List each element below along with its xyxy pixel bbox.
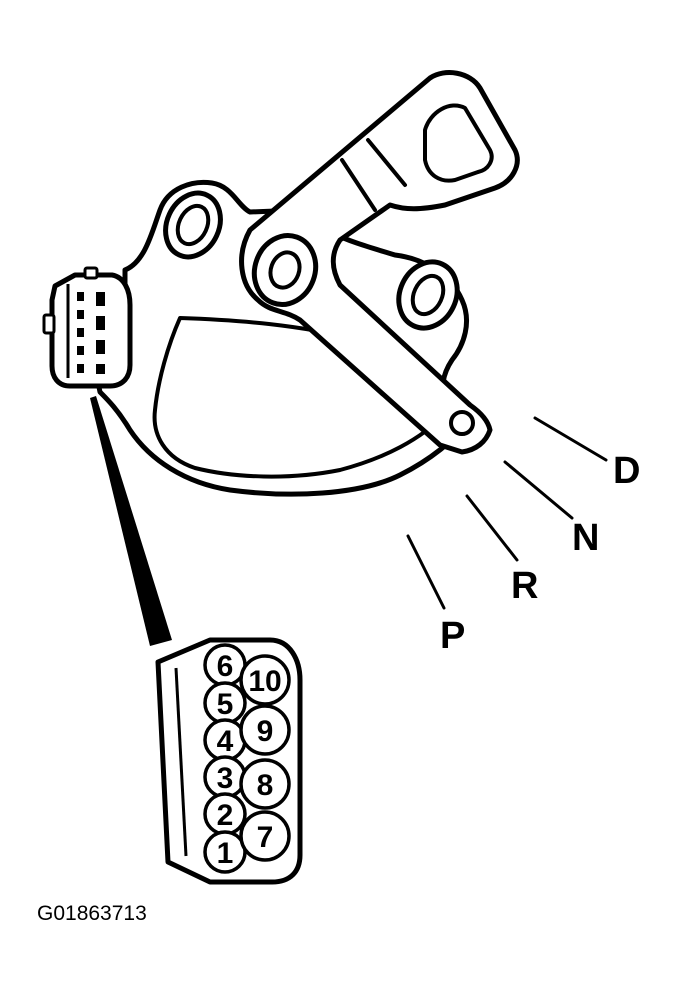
gear-leader-lines <box>406 416 608 610</box>
pin-label-8: 8 <box>257 769 274 802</box>
pin-label-5: 5 <box>217 688 234 721</box>
leader-line-r <box>465 494 519 562</box>
pin-label-9: 9 <box>257 715 274 748</box>
leader-line-n <box>503 460 574 520</box>
gear-label-p: P <box>440 615 465 657</box>
pin-label-2: 2 <box>217 799 234 832</box>
pin-label-1: 1 <box>217 837 234 870</box>
switch-housing <box>96 179 473 497</box>
figure-id: G01863713 <box>37 902 147 925</box>
gear-label-n: N <box>572 517 599 559</box>
pin-label-4: 4 <box>217 725 234 758</box>
gear-label-d: D <box>613 450 640 492</box>
pin-circles-left <box>203 643 247 874</box>
connector-callout <box>90 396 172 646</box>
pin-label-6: 6 <box>217 650 234 683</box>
leader-line-d <box>533 416 608 462</box>
housing-connector-pins <box>77 292 105 374</box>
selector-lever <box>239 70 520 455</box>
gear-label-r: R <box>511 565 538 607</box>
pin-label-7: 7 <box>257 821 274 854</box>
housing-connector <box>42 266 133 389</box>
pin-label-10: 10 <box>248 665 281 698</box>
leader-line-p <box>406 534 446 610</box>
pin-circles-right <box>239 654 291 862</box>
pin-label-3: 3 <box>217 762 234 795</box>
